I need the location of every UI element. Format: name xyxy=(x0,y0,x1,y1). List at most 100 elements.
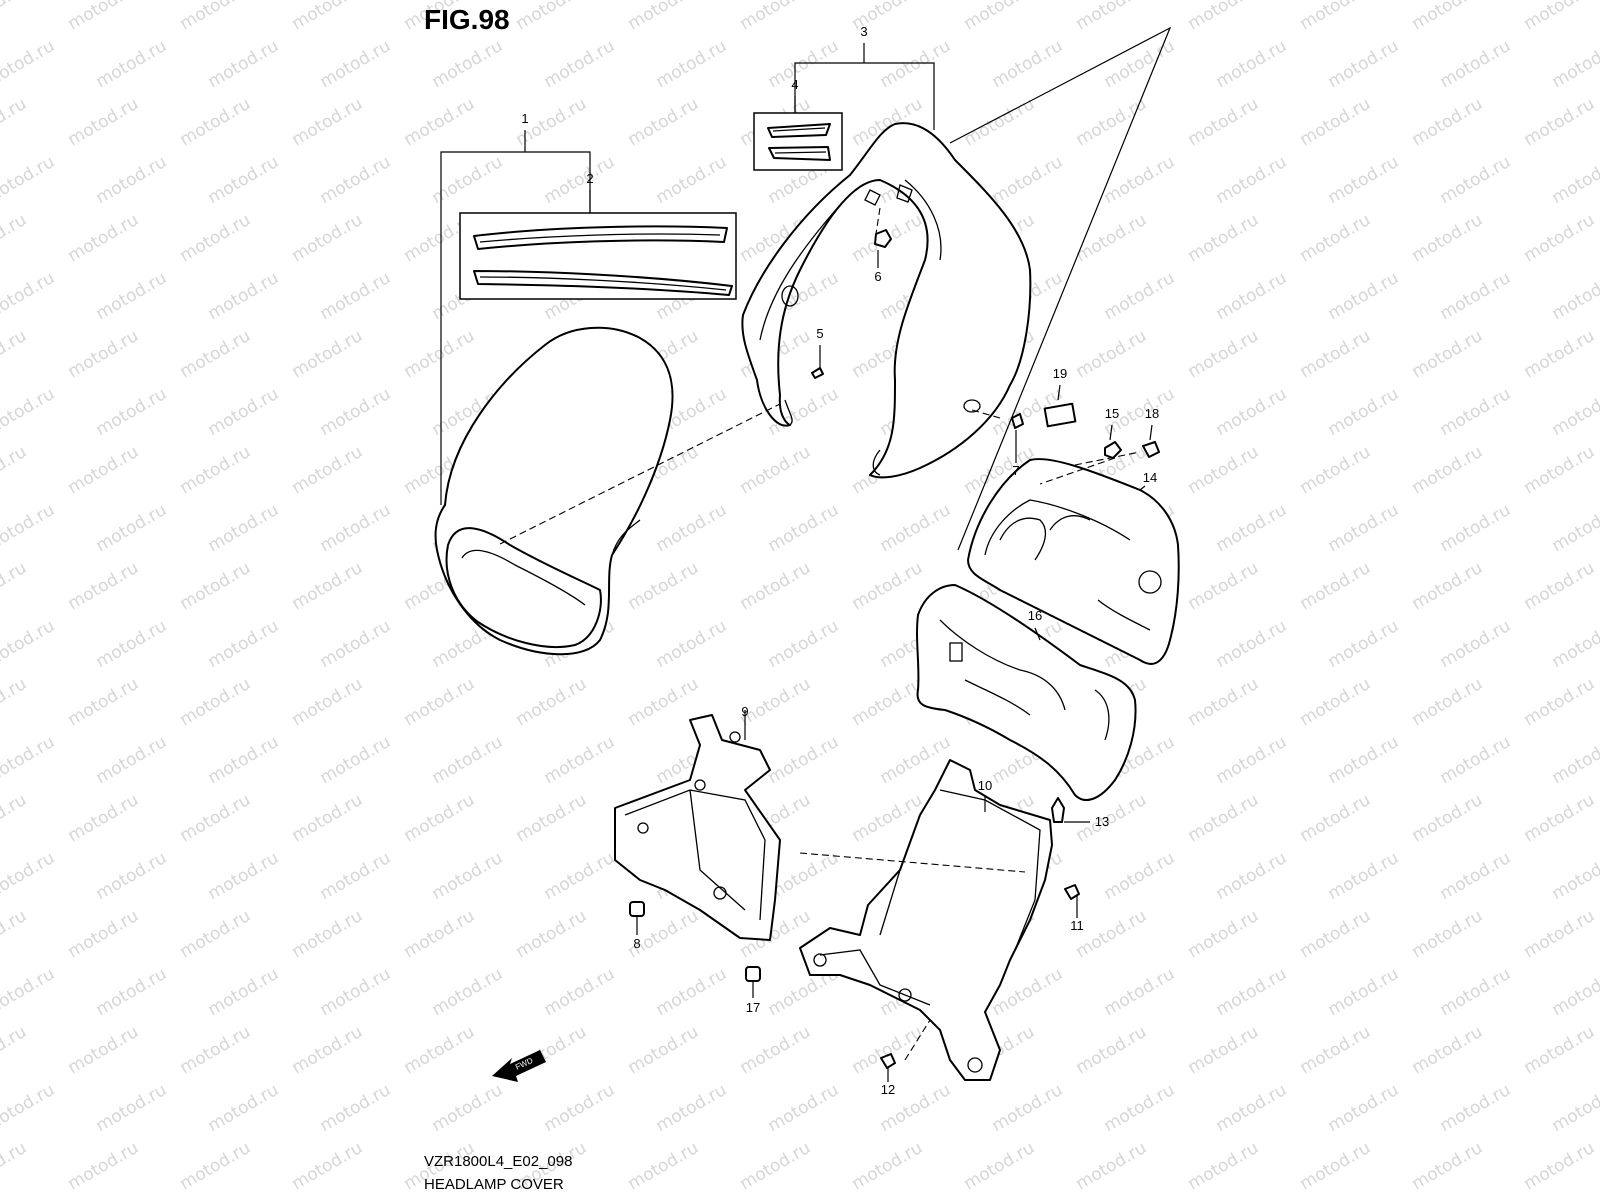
watermark-text: motod.ru xyxy=(653,964,731,1020)
watermark-text: motod.ru xyxy=(0,1022,30,1078)
watermark-text: motod.ru xyxy=(1185,442,1263,498)
watermark-text: motod.ru xyxy=(625,0,703,34)
watermark-text: motod.ru xyxy=(317,152,395,208)
callout-8: 8 xyxy=(633,936,640,951)
watermark-text: motod.ru xyxy=(0,210,30,266)
watermark-text: motod.ru xyxy=(429,732,507,788)
watermark-text: motod.ru xyxy=(1437,36,1515,92)
watermark-text: motod.ru xyxy=(1409,442,1487,498)
callout-5: 5 xyxy=(816,326,823,341)
watermark-text: motod.ru xyxy=(0,558,30,614)
callout-leaders xyxy=(440,43,1153,1082)
watermark-text: motod.ru xyxy=(1437,500,1515,556)
watermark-text: motod.ru xyxy=(1101,964,1179,1020)
cushion-part-19 xyxy=(1043,402,1077,428)
watermark-text: motod.ru xyxy=(205,152,283,208)
watermark-text: motod.ru xyxy=(0,1080,58,1136)
watermark-text: motod.ru xyxy=(961,1138,1039,1194)
watermark-text: motod.ru xyxy=(0,964,58,1020)
watermark-text: motod.ru xyxy=(1325,500,1403,556)
watermark-text: motod.ru xyxy=(625,558,703,614)
watermark-text: motod.ru xyxy=(177,94,255,150)
watermark-text: motod.ru xyxy=(65,326,143,382)
watermark-text: motod.ru xyxy=(65,94,143,150)
watermark-text: motod.ru xyxy=(1325,268,1403,324)
callout-12: 12 xyxy=(881,1082,895,1097)
watermark-text: motod.ru xyxy=(1297,1138,1375,1194)
watermark-text: motod.ru xyxy=(765,732,843,788)
watermark-text: motod.ru xyxy=(205,384,283,440)
watermark-text: motod.ru xyxy=(541,964,619,1020)
watermark-text: motod.ru xyxy=(401,906,479,962)
watermark-text: motod.ru xyxy=(289,326,367,382)
watermark-text: motod.ru xyxy=(0,848,58,904)
watermark-text: motod.ru xyxy=(1297,558,1375,614)
nut-part-8 xyxy=(629,901,645,917)
watermark-text: motod.ru xyxy=(625,1022,703,1078)
watermark-text: motod.ru xyxy=(317,36,395,92)
callout-1: 1 xyxy=(521,111,528,126)
watermark-text: motod.ru xyxy=(1437,384,1515,440)
watermark-text: motod.ru xyxy=(653,1080,731,1136)
callout-15: 15 xyxy=(1105,406,1119,421)
watermark-text: motod.ru xyxy=(737,1022,815,1078)
watermark-text: motod.ru xyxy=(177,210,255,266)
callout-4: 4 xyxy=(791,77,798,92)
watermark-text: motod.ru xyxy=(1549,384,1600,440)
watermark-text: motod.ru xyxy=(1185,674,1263,730)
watermark-text: motod.ru xyxy=(1297,790,1375,846)
watermark-text: motod.ru xyxy=(849,1138,927,1194)
watermark-text: motod.ru xyxy=(1101,268,1179,324)
watermark-text: motod.ru xyxy=(1409,326,1487,382)
watermark-text: motod.ru xyxy=(1325,616,1403,672)
watermark-text: motod.ru xyxy=(1101,848,1179,904)
watermark-text: motod.ru xyxy=(1073,326,1151,382)
watermark-text: motod.ru xyxy=(1409,1022,1487,1078)
bolt-part-11 xyxy=(1064,884,1080,900)
watermark-text: motod.ru xyxy=(1549,268,1600,324)
watermark-text: motod.ru xyxy=(1437,268,1515,324)
watermark-text: motod.ru xyxy=(961,0,1039,34)
watermark-text: motod.ru xyxy=(1521,906,1599,962)
callout-13: 13 xyxy=(1095,814,1109,829)
watermark-text: motod.ru xyxy=(93,848,171,904)
watermark-text: motod.ru xyxy=(653,36,731,92)
watermark-text: motod.ru xyxy=(401,326,479,382)
watermark-text: motod.ru xyxy=(317,1080,395,1136)
watermark-text: motod.ru xyxy=(1437,1196,1515,1200)
watermark-text: motod.ru xyxy=(541,848,619,904)
figure-title: FIG.98 xyxy=(424,4,510,35)
watermark-text: motod.ru xyxy=(401,790,479,846)
watermark-text: motod.ru xyxy=(1521,1022,1599,1078)
watermark-text: motod.ru xyxy=(93,616,171,672)
watermark-text: motod.ru xyxy=(625,94,703,150)
watermark-text: motod.ru xyxy=(653,152,731,208)
watermark-text: motod.ru xyxy=(877,500,955,556)
watermark-text: motod.ru xyxy=(653,1196,731,1200)
watermark-text: motod.ru xyxy=(0,326,30,382)
watermark-text: motod.ru xyxy=(1325,732,1403,788)
watermark-text: motod.ru xyxy=(65,906,143,962)
watermark-text: motod.ru xyxy=(289,674,367,730)
watermark-text: motod.ru xyxy=(1521,442,1599,498)
watermark-text: motod.ru xyxy=(1185,1138,1263,1194)
watermark-text: motod.ru xyxy=(177,1138,255,1194)
watermark-text: motod.ru xyxy=(65,674,143,730)
watermark-text: motod.ru xyxy=(1409,790,1487,846)
watermark-text: motod.ru xyxy=(1213,1080,1291,1136)
watermark-text: motod.ru xyxy=(1213,152,1291,208)
watermark-text: motod.ru xyxy=(1325,36,1403,92)
callout-7: 7 xyxy=(1012,463,1019,478)
watermark-text: motod.ru xyxy=(93,36,171,92)
watermark-text: motod.ru xyxy=(205,500,283,556)
watermark-text: motod.ru xyxy=(513,790,591,846)
watermark-text: motod.ru xyxy=(765,1080,843,1136)
watermark-text: motod.ru xyxy=(65,1138,143,1194)
watermark-text: motod.ru xyxy=(1297,1022,1375,1078)
watermark-text: motod.ru xyxy=(429,848,507,904)
watermark-text: motod.ru xyxy=(877,36,955,92)
watermark-text: motod.ru xyxy=(1185,790,1263,846)
watermark-text: motod.ru xyxy=(289,558,367,614)
watermark-text: motod.ru xyxy=(737,674,815,730)
watermark-text: motod.ru xyxy=(1437,1080,1515,1136)
